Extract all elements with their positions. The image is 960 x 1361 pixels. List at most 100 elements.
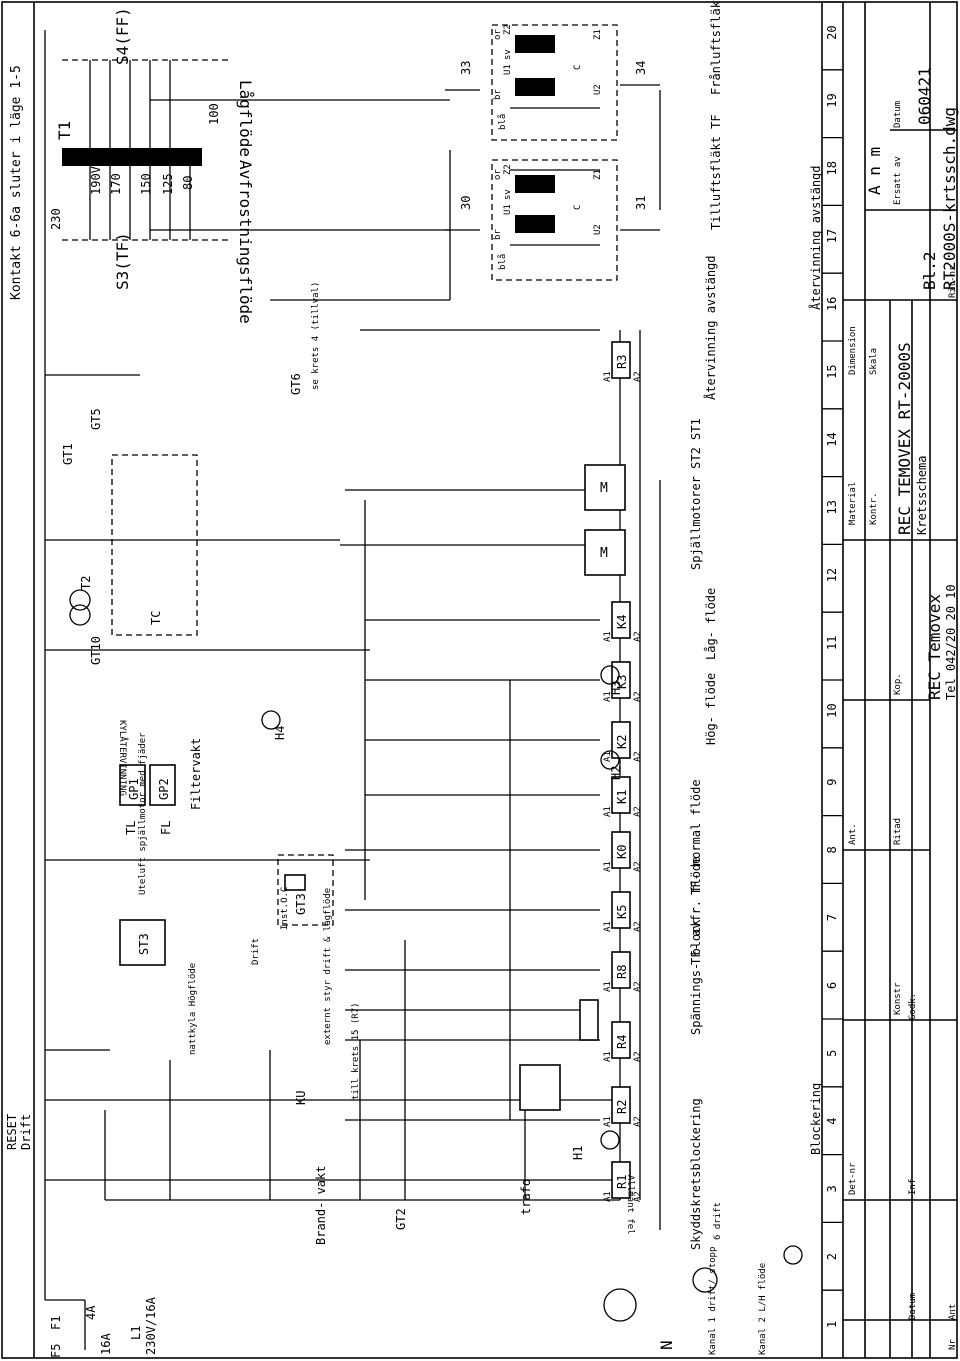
title-block: REC Temovex Tel 042/20 20 10 REC TEMOVEX… [843,2,959,1358]
component-fl: FL [159,821,173,835]
function-blockering: Blockering [809,1083,823,1155]
power-supply: 230V/16A L1 F1 F5 4A 16A N Kanal 1 drift… [45,1202,768,1358]
title-field-ant: Ant [948,1304,958,1320]
bus-lines [44,30,661,1300]
coil-a1: A1 [603,921,613,932]
drawing-filename: RT2000S-krtssch.dwg [940,107,959,290]
damper-motors: M M [584,464,626,576]
components [69,454,803,1322]
component-gt10: GT10 [89,636,103,665]
title-field-inf: Inf [908,1179,918,1195]
function-tf-normal: TF- normal flöde [689,779,703,895]
coil-a1: A1 [603,751,613,762]
component-gp1: GP1 [127,778,141,800]
tf-wire-4: or [493,169,503,180]
column-number-3: 3 [825,1185,839,1192]
title-field-ritad: Ritad [893,818,903,845]
tf-title: Tilluftsfläkt TF [709,114,723,230]
coil-a2: A2 [633,1051,643,1062]
relay-label-r8: R8 [615,965,629,979]
component-note-7: till krets 15 (R7) [351,1002,361,1100]
component-note-0: se krets 4 (tillval) [311,282,321,390]
tf-wire-0: sv [503,189,513,200]
title-field-det-nr: Det-nr [848,1162,858,1195]
tf-wire-3: br [493,229,503,240]
ff-wire-6: blå [497,114,508,130]
component-brand-vakt: Brand- vakt [314,1166,328,1245]
column-number-20: 20 [825,25,839,39]
title-field-kop-: Kop. [893,673,903,695]
header-note: Kontakt 6-6a sluter i läge 1-5 [9,65,24,300]
transformer-name: T1 [55,121,74,140]
component-note-3: Inst.O.C [280,887,290,930]
tap-230: 230 [49,208,63,230]
coil-a2: A2 [633,981,643,992]
coil-a1: A1 [603,981,613,992]
title-field-datum: Datum [908,1293,918,1320]
column-number-5: 5 [825,1050,839,1057]
component-t2: T2 [79,576,93,590]
function-tf-avfr: TF- avfr. flöde [689,857,703,965]
coil-a2: A2 [633,921,643,932]
relay-coil-k4 [611,601,631,639]
product-name: REC TEMOVEX RT-2000S [895,342,914,535]
document-type: Kretsschema [915,456,929,535]
relay-label-k2: K2 [615,735,629,749]
coil-a1: A1 [603,631,613,642]
ersatt-label: Ersatt av [893,156,903,205]
component-note-6: externt styr drift & lågflöde [322,888,333,1045]
column-number-6: 6 [825,982,839,989]
fuse-4a: 4A [84,1305,98,1320]
tap-150: 150 [139,173,153,195]
low-flow-label: Lågflöde [236,80,255,157]
coil-a2: A2 [633,1116,643,1127]
anm-label: A n m [865,147,884,195]
component-gt2: GT2 [394,1208,408,1230]
coil-a1: A1 [603,1116,613,1127]
s3-label: S3(TF) [113,232,132,290]
component-gt3: GT3 [294,893,308,915]
relay-coil-r8 [611,951,631,989]
component-note-2: Uteluft spjällmotor med fjäder [138,732,148,895]
tf-wire-7: U2 [593,224,603,235]
component-gt6: GT6 [289,373,303,395]
drawing-date: 060421 [915,67,934,125]
relay-label-r4: R4 [615,1035,629,1049]
transformer-t1: T1 230 190V 170 150 125 80 100 S4(FF) S3… [49,7,255,324]
fuse-16a: 16A [99,1333,113,1355]
column-number-18: 18 [825,161,839,175]
tf-wire-1: U1 [503,204,513,215]
tap-170: 170 [109,173,123,195]
svg-text:M: M [600,546,608,561]
relay-label-k1: K1 [615,790,629,804]
component-note-4: Drift [251,938,261,965]
relay-coil-r1 [611,1161,631,1199]
supply-line: L1 [129,1326,143,1340]
component-h2: H2 [609,766,623,780]
column-number-9: 9 [825,778,839,785]
coil-a2: A2 [633,806,643,817]
title-field-material: Material [848,482,858,525]
tf-wire-5: Z1 [593,169,603,180]
relay-coil-r3 [611,341,631,379]
relay-coil-r4 [611,1021,631,1059]
function-labels: Skyddskretsblockering Spännings- block T… [625,166,823,1251]
relay-label-r1: R1 [615,1175,629,1189]
component-tl: TL [124,821,138,835]
tap-80: 80 [181,176,195,190]
ff-wire-3: br [493,89,503,100]
coil-a1: A1 [603,371,613,382]
component-tc: TC [149,611,163,625]
svg-text:M: M [600,481,608,496]
fuse-f5: F5 [49,1344,63,1358]
tap-190v: 190V [89,166,103,195]
component-ku: KU [294,1091,308,1105]
component-h3: H3 [609,681,623,695]
relay-label-k0: K0 [615,845,629,859]
ff-wire-2: Z2 [503,24,513,35]
column-number-2: 2 [825,1253,839,1260]
component-note-1: KYLÅTERVINNING [117,720,129,796]
function-hogflode: Hög- flöde [704,673,718,745]
